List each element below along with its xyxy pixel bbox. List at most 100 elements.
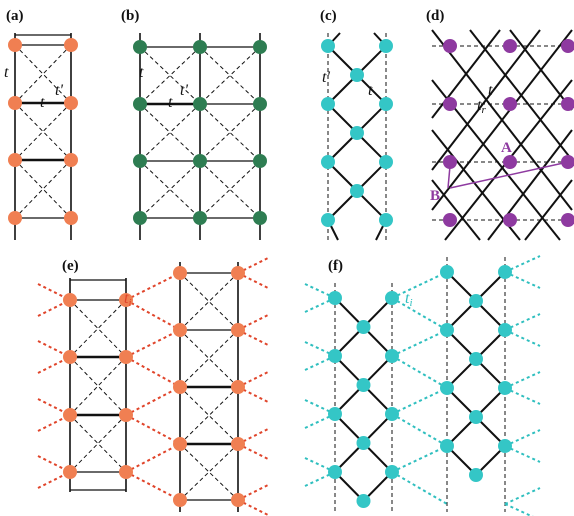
- panel-b-site: [133, 97, 147, 111]
- panel-c-site: [350, 68, 364, 82]
- panel-f-interchain: [391, 413, 448, 447]
- panel-a-t-horizontal: t: [40, 94, 45, 111]
- panel-b-site: [193, 154, 207, 168]
- panel-f-label: (f): [328, 258, 343, 274]
- panel-f-chain1-site: [385, 291, 399, 305]
- panel-e-ladder2-site: [231, 380, 245, 394]
- panel-c-label: (c): [320, 8, 337, 24]
- panel-e-interchain: [125, 386, 181, 416]
- panel-a-site: [8, 38, 22, 52]
- panel-f-interchain: [391, 271, 448, 299]
- panel-e-ladder2-site: [173, 437, 187, 451]
- panel-d-bond: [431, 29, 541, 171]
- panel-f-chain1-site: [356, 378, 371, 392]
- panel-f-interchain: [391, 387, 448, 415]
- panel-c-site: [321, 213, 335, 227]
- panel-d-site: [443, 155, 457, 169]
- panel-c-t: t: [368, 82, 373, 99]
- panel-f-chain2-site: [498, 265, 512, 279]
- panel-e-interchain: [125, 356, 181, 388]
- panel-c-site: [379, 155, 393, 169]
- panel-d-t: t: [488, 82, 493, 99]
- panel-f-interchain: [391, 445, 448, 473]
- panel-f-chain1-site: [385, 407, 399, 421]
- panel-f-chain2-site: [440, 439, 454, 453]
- panel-d-vector-A: [449, 161, 569, 189]
- panel-e-interchain: [125, 299, 181, 331]
- panel-d-label: (d): [426, 8, 444, 24]
- panel-a-diag: [14, 102, 72, 161]
- panel-e-ladder1-diag: [69, 299, 127, 358]
- panel-a-site: [64, 38, 78, 52]
- panel-d-bond: [524, 179, 573, 241]
- panel-e-ladder2-diag: [179, 329, 239, 388]
- panel-b-t-horizontal: t: [168, 94, 173, 111]
- panel-e-ti: ti: [124, 290, 132, 309]
- panel-d-bond: [431, 179, 481, 241]
- panel-b-label: (b): [121, 8, 139, 24]
- panel-e-interchain: [125, 443, 181, 473]
- panel-e-interchain: [125, 329, 181, 358]
- panel-d-tr: tr: [477, 97, 486, 116]
- panel-f-chain1-site: [328, 291, 342, 305]
- panel-b-site: [133, 40, 147, 54]
- panel-b-site: [133, 154, 147, 168]
- panel-d-site: [561, 39, 574, 53]
- panel-e-ladder1-site: [119, 408, 133, 422]
- panel-d-site: [443, 97, 457, 111]
- panel-b-site: [253, 40, 267, 54]
- panel-d-site: [503, 97, 517, 111]
- panel-d-site: [561, 155, 574, 169]
- panel-e-ladder1-diag: [69, 356, 127, 416]
- panel-d-site-A: A: [501, 140, 512, 156]
- panel-b-site: [193, 40, 207, 54]
- panel-f-chain2-site: [440, 323, 454, 337]
- panel-e-ladder2-site: [231, 323, 245, 337]
- panel-c-site: [321, 97, 335, 111]
- panel-d-site: [503, 213, 517, 227]
- panel-a-site: [64, 211, 78, 225]
- panel-d-bond: [431, 29, 573, 211]
- panel-f-chain1-site: [385, 349, 399, 363]
- panel-a-site: [8, 211, 22, 225]
- panel-e-ladder1-site: [119, 465, 133, 479]
- panel-a-site: [8, 153, 22, 167]
- panel-f-ti: ti: [405, 290, 413, 309]
- panel-d-site: [503, 39, 517, 53]
- panel-c-site: [321, 155, 335, 169]
- panel-e-ladder1-site: [63, 350, 77, 364]
- panel-a-t-vertical: t: [4, 64, 9, 81]
- panel-e-ladder1-diag: [69, 356, 127, 416]
- panel-c-site: [350, 184, 364, 198]
- panel-f-chain2-site: [469, 294, 483, 308]
- panel-e-interchain: [125, 414, 181, 445]
- panel-e-ladder1-site: [63, 293, 77, 307]
- panel-c-site: [379, 97, 393, 111]
- panel-e-ladder2-diag: [179, 272, 239, 331]
- panel-e-interchain: [125, 272, 181, 301]
- panel-c-site: [379, 39, 393, 53]
- panel-b-site: [193, 97, 207, 111]
- panel-d-site: [443, 39, 457, 53]
- panel-f-interchain: [504, 487, 541, 505]
- panel-a-diag: [14, 102, 72, 161]
- panel-e-ladder2-site: [173, 380, 187, 394]
- panel-a-diag: [14, 159, 72, 219]
- panel-e-ladder1-site: [119, 293, 133, 307]
- panel-c-site: [321, 39, 335, 53]
- panel-e-ladder1-diag: [69, 414, 127, 473]
- panel-d-site-B: B: [430, 188, 440, 204]
- panel-f-chain2-site: [498, 439, 512, 453]
- panel-e-ladder2-site: [231, 493, 245, 507]
- panel-f-interchain: [391, 297, 448, 331]
- panel-e-ladder2-site: [173, 493, 187, 507]
- panel-e-label: (e): [62, 258, 79, 274]
- panel-b-site: [193, 211, 207, 225]
- panel-e-ladder2-diag: [179, 386, 239, 445]
- panel-c-tprime: t': [322, 69, 330, 86]
- panel-e-ladder2-diag: [179, 386, 239, 445]
- panel-f-interchain: [391, 355, 448, 389]
- panel-f-chain1-site: [328, 465, 342, 479]
- panel-b-t-vertical: t: [139, 64, 144, 81]
- panel-e-ladder2-diag: [179, 329, 239, 388]
